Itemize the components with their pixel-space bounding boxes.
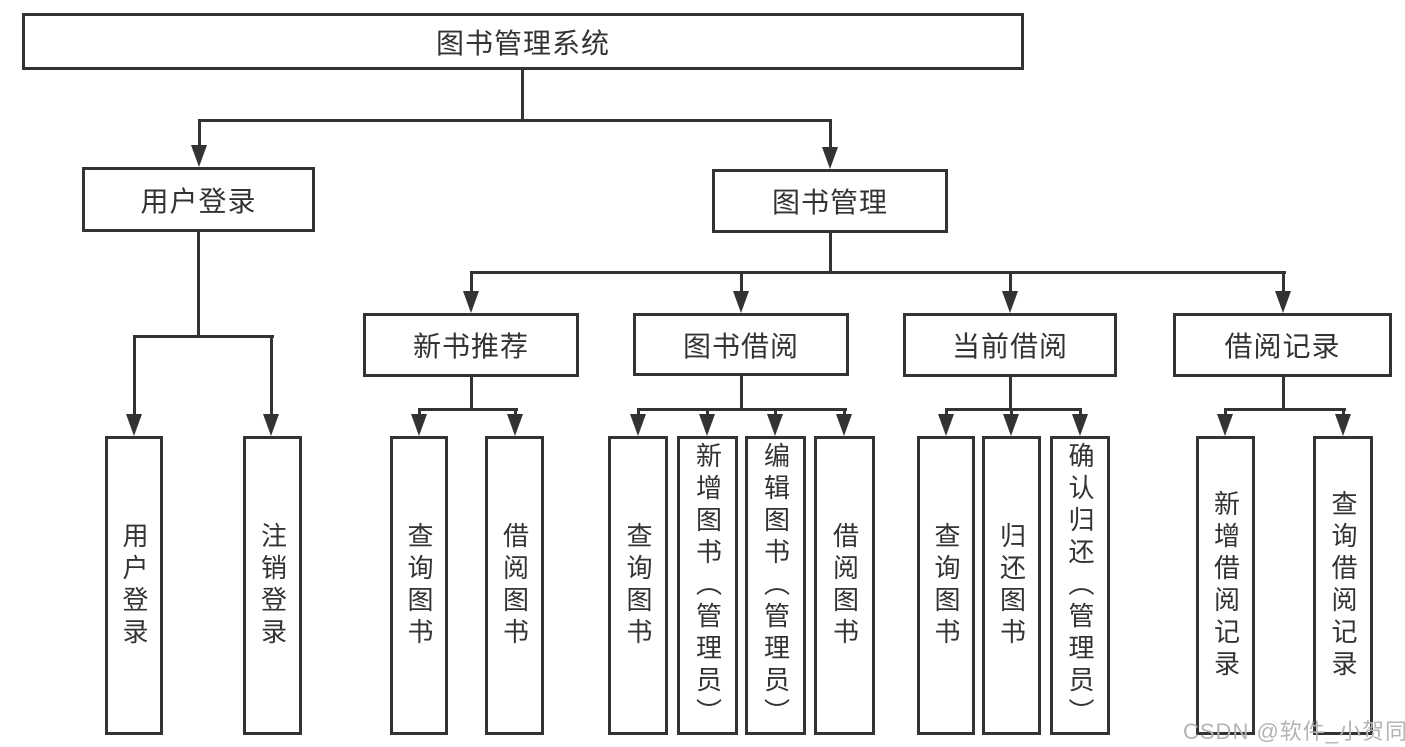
node-user-login: 用户登录 [82,167,315,232]
connector-line [773,408,777,414]
node-label: 用户登录 [140,185,257,217]
node-label: 当前借阅 [951,331,1068,362]
node-borrow-books: 借阅图书 [814,436,875,735]
node-label: 新书推荐 [412,331,529,362]
node-label: 查询图书 [623,521,653,650]
connector-line [513,408,517,414]
connector-line [1223,408,1346,411]
node-book-management: 图书管理 [712,169,948,233]
node-label: 图书管理系统 [435,27,610,59]
node-label: 查询图书 [931,521,961,650]
node-label: 借阅图书 [829,521,860,650]
connector-line [636,408,847,411]
node-label: 查询图书 [404,521,434,650]
node-query-books-recommend: 查询图书 [390,436,448,735]
node-new-book-recommend: 新书推荐 [363,313,579,377]
connector-line [1223,408,1227,414]
node-edit-book-admin: 编辑图书（管理员） [745,436,806,735]
node-label: 借阅记录 [1224,331,1341,362]
node-label: 注销登录 [257,521,288,650]
arrow-down-icon [630,414,646,436]
node-current-borrow: 当前借阅 [903,313,1117,377]
node-label: 新增图书（管理员） [692,441,723,730]
arrow-down-icon [463,291,479,313]
arrow-down-icon [836,414,852,436]
connector-line [739,376,743,408]
connector-line [705,408,709,414]
node-add-borrow-record: 新增借阅记录 [1196,436,1255,735]
arrow-down-icon [733,291,749,313]
connector-line [269,335,273,414]
node-label: 确认归还（管理员） [1065,441,1095,730]
node-query-borrow-record: 查询借阅记录 [1313,436,1373,735]
node-query-books-current: 查询图书 [917,436,975,735]
watermark: CSDN @软件_小贺同学 [1183,719,1405,744]
connector-line [828,233,832,271]
connector-line [417,408,518,411]
node-label: 编辑图书（管理员） [760,441,791,730]
arrow-down-icon [411,414,427,436]
arrow-down-icon [1217,414,1233,436]
arrow-down-icon [191,145,207,167]
node-label: 图书借阅 [682,330,799,362]
connector-line [944,408,1082,411]
node-label: 借阅图书 [499,521,530,650]
connector-line [469,377,473,408]
arrow-down-icon [822,147,838,169]
arrow-down-icon [699,414,715,436]
node-label: 图书管理 [771,187,888,218]
connector-line [132,335,136,414]
node-label: 查询借阅记录 [1328,489,1358,682]
connector-line [1008,377,1012,408]
connector-line [197,119,201,145]
arrow-down-icon [1003,414,1019,436]
node-borrow-records: 借阅记录 [1173,313,1392,377]
connector-line [417,408,421,414]
arrow-down-icon [1275,291,1291,313]
arrow-down-icon [1002,291,1018,313]
arrow-down-icon [1072,414,1088,436]
node-label: 新增借阅记录 [1210,489,1241,682]
connector-line [196,232,200,335]
connector-line [1078,408,1082,414]
connector-line [1009,408,1013,414]
connector-line [197,119,832,122]
connector-line [636,408,640,414]
connector-line [520,70,524,119]
node-user-login-leaf: 用户登录 [105,436,163,735]
connector-line [1008,271,1012,291]
connector-line [828,119,832,147]
node-add-book-admin: 新增图书（管理员） [677,436,738,735]
connector-line [1341,408,1345,414]
connector-line [944,408,948,414]
node-book-borrow: 图书借阅 [633,313,849,376]
connector-line [842,408,846,414]
connector-line [132,335,274,338]
node-label: 用户登录 [119,521,149,650]
node-query-books-borrow: 查询图书 [608,436,668,735]
node-confirm-return-admin: 确认归还（管理员） [1050,436,1110,735]
node-label: 归还图书 [996,521,1027,650]
arrow-down-icon [938,414,954,436]
node-return-book: 归还图书 [982,436,1041,735]
connector-line [1281,377,1285,408]
connector-line [1281,271,1285,291]
arrow-down-icon [507,414,523,436]
node-book-management-system: 图书管理系统 [22,13,1024,70]
arrow-down-icon [263,414,279,436]
connector-line [469,271,1286,274]
connector-line [469,271,473,291]
arrow-down-icon [767,414,783,436]
arrow-down-icon [126,414,142,436]
connector-line [739,271,743,291]
node-borrow-books-recommend: 借阅图书 [485,436,544,735]
arrow-down-icon [1335,414,1351,436]
node-logout: 注销登录 [243,436,302,735]
